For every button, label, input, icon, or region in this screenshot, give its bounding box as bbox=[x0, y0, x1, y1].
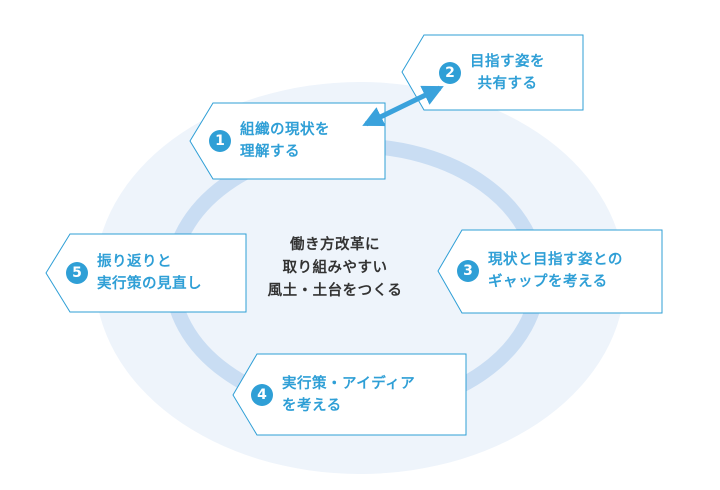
step-2-card bbox=[401, 34, 584, 111]
step-1-line-2: 理解する bbox=[240, 144, 300, 160]
step-4-number-badge: 4 bbox=[251, 384, 273, 406]
step-2-number-badge: 2 bbox=[439, 62, 461, 84]
step-5-card bbox=[45, 233, 247, 313]
step-3-card bbox=[437, 229, 663, 314]
step-2-label: 目指す姿を 共有する bbox=[470, 51, 545, 95]
step-1-label: 組織の現状を 理解する bbox=[240, 119, 330, 163]
step-5: 5 振り返りと 実行策の見直し bbox=[66, 251, 202, 295]
center-line: 風土・土台をつくる bbox=[267, 283, 403, 299]
step-3: 3 現状と目指す姿との ギャップを考える bbox=[457, 249, 623, 293]
step-1-card bbox=[189, 102, 386, 180]
step-4-line-1: 実行策・アイディア bbox=[282, 376, 416, 392]
step-1-line-1: 組織の現状を bbox=[240, 122, 330, 138]
step-3-line-1: 現状と目指す姿との bbox=[488, 252, 623, 268]
step-4-line-2: を考える bbox=[282, 398, 342, 414]
step-2-line-1: 目指す姿を bbox=[470, 54, 545, 70]
step-5-label: 振り返りと 実行策の見直し bbox=[97, 251, 202, 295]
step-3-number-badge: 3 bbox=[457, 260, 479, 282]
step-3-label: 現状と目指す姿との ギャップを考える bbox=[488, 249, 623, 293]
step-4: 4 実行策・アイディア を考える bbox=[251, 373, 415, 417]
step-2-line-2: 共有する bbox=[477, 76, 538, 92]
step-5-number-badge: 5 bbox=[66, 262, 88, 284]
step-1-number-badge: 1 bbox=[209, 130, 231, 152]
center-line: 働き方改革に bbox=[290, 237, 380, 253]
step-5-line-2: 実行策の見直し bbox=[97, 276, 202, 292]
step-5-line-1: 振り返りと bbox=[97, 254, 172, 270]
center-message: 働き方改革に 取り組みやすい 風土・土台をつくる bbox=[225, 234, 445, 303]
step-1: 1 組織の現状を 理解する bbox=[209, 119, 330, 163]
step-4-card bbox=[232, 353, 467, 436]
center-line: 取り組みやすい bbox=[282, 260, 388, 276]
step-4-label: 実行策・アイディア を考える bbox=[282, 373, 415, 417]
step-3-line-2: ギャップを考える bbox=[488, 274, 608, 290]
double-arrow-icon bbox=[362, 85, 444, 127]
step-2: 2 目指す姿を 共有する bbox=[439, 51, 545, 95]
